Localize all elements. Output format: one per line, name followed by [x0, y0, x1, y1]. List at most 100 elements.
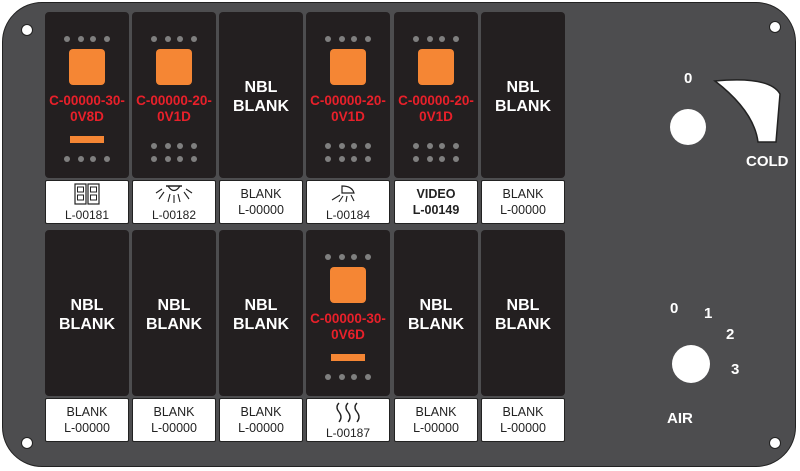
indicator-dot	[64, 36, 70, 42]
legend-label: L-00182	[132, 180, 216, 224]
label-title: BLANK	[415, 405, 457, 419]
switch-blank-text: BLANK	[495, 98, 551, 115]
rocker-switch[interactable]: C-00000-30-0V8D	[45, 12, 129, 178]
orange-indicator-lamp	[418, 49, 454, 85]
sun-rays-icon	[154, 183, 194, 208]
air-position-3: 3	[731, 361, 740, 378]
cold-wedge-icon	[713, 79, 781, 143]
nbl-blank-switch[interactable]: NBL BLANK	[481, 12, 565, 178]
label-title: BLANK	[66, 405, 108, 419]
switch-part-code: C-00000-20-	[398, 93, 474, 108]
indicator-dot	[151, 143, 157, 149]
label-title: BLANK	[153, 405, 195, 419]
switch-type-text: NBL	[506, 79, 540, 96]
label-part-code: L-00000	[238, 421, 284, 435]
indicator-dot	[104, 156, 110, 162]
indicator-dot	[427, 156, 433, 162]
indicator-dot	[151, 36, 157, 42]
nbl-blank-switch[interactable]: NBL BLANK	[132, 230, 216, 396]
indicator-dot	[413, 36, 419, 42]
switch-type-text: NBL	[506, 297, 540, 314]
orange-indicator-lamp	[69, 49, 105, 85]
dome-light-icon	[328, 183, 368, 208]
label-part-code: L-00182	[151, 208, 197, 222]
indicator-dot	[351, 36, 357, 42]
label-part-code: L-00000	[500, 421, 546, 435]
air-position-1: 1	[704, 305, 713, 322]
indicator-dot	[151, 156, 157, 162]
indicator-dot	[325, 143, 331, 149]
indicator-dot	[365, 156, 371, 162]
air-position-0: 0	[670, 300, 679, 317]
air-knob[interactable]	[672, 345, 710, 383]
nbl-blank-switch[interactable]: NBL BLANK	[219, 12, 303, 178]
switch-type-text: NBL	[244, 79, 278, 96]
label-part-code: L-00149	[412, 203, 460, 217]
indicator-dot	[339, 254, 345, 260]
label-title: BLANK	[502, 405, 544, 419]
switch-part-code: 0V1D	[157, 109, 191, 124]
heat-waves-icon	[331, 401, 365, 428]
switch-blank-text: BLANK	[146, 316, 202, 333]
indicator-dot	[165, 156, 171, 162]
indicator-dot	[78, 36, 84, 42]
rocker-switch[interactable]: C-00000-20-0V1D	[132, 12, 216, 178]
indicator-dot	[365, 36, 371, 42]
indicator-dot	[439, 36, 445, 42]
temp-zero-label: 0	[684, 70, 693, 87]
indicator-dot	[177, 36, 183, 42]
indicator-dot	[351, 254, 357, 260]
orange-indicator-lamp	[330, 267, 366, 303]
rocker-switch[interactable]: C-00000-20-0V1D	[306, 12, 390, 178]
indicator-dot	[339, 143, 345, 149]
switch-blank-text: BLANK	[495, 316, 551, 333]
indicator-dot	[339, 36, 345, 42]
legend-label: L-00181	[45, 180, 129, 224]
indicator-dot	[453, 36, 459, 42]
label-part-code: L-00000	[500, 203, 546, 217]
indicator-dot	[339, 156, 345, 162]
indicator-dot	[413, 143, 419, 149]
air-label: AIR	[667, 410, 693, 427]
dual-lamp-icon	[74, 183, 100, 210]
indicator-dot	[365, 143, 371, 149]
indicator-dot	[177, 156, 183, 162]
nbl-blank-switch[interactable]: NBL BLANK	[481, 230, 565, 396]
indicator-dot	[90, 156, 96, 162]
label-part-code: L-00184	[325, 208, 371, 222]
indicator-dot	[325, 374, 331, 380]
orange-indicator-lamp	[156, 49, 192, 85]
rocker-switch[interactable]: C-00000-20-0V1D	[394, 12, 478, 178]
temperature-knob[interactable]	[670, 109, 706, 145]
label-part-code: L-00000	[151, 421, 197, 435]
label-part-code: L-00000	[64, 421, 110, 435]
switch-part-code: 0V1D	[419, 109, 453, 124]
legend-label: BLANK L-00000	[481, 398, 565, 442]
switch-part-code: 0V1D	[331, 109, 365, 124]
indicator-dot	[177, 143, 183, 149]
label-title: BLANK	[240, 187, 282, 201]
switch-type-text: NBL	[419, 297, 453, 314]
indicator-dot	[104, 36, 110, 42]
rocker-switch[interactable]: C-00000-30-0V6D	[306, 230, 390, 396]
switch-type-text: NBL	[157, 297, 191, 314]
legend-label: L-00184	[306, 180, 390, 224]
indicator-dot	[191, 143, 197, 149]
switch-blank-text: BLANK	[233, 98, 289, 115]
indicator-dot	[351, 156, 357, 162]
indicator-dot	[191, 156, 197, 162]
switch-blank-text: BLANK	[233, 316, 289, 333]
cold-label: COLD	[746, 153, 789, 170]
indicator-dot	[365, 374, 371, 380]
label-part-code: L-00181	[64, 208, 110, 222]
indicator-dot	[439, 156, 445, 162]
indicator-dot	[191, 36, 197, 42]
air-position-2: 2	[726, 326, 735, 343]
indicator-dot	[351, 143, 357, 149]
